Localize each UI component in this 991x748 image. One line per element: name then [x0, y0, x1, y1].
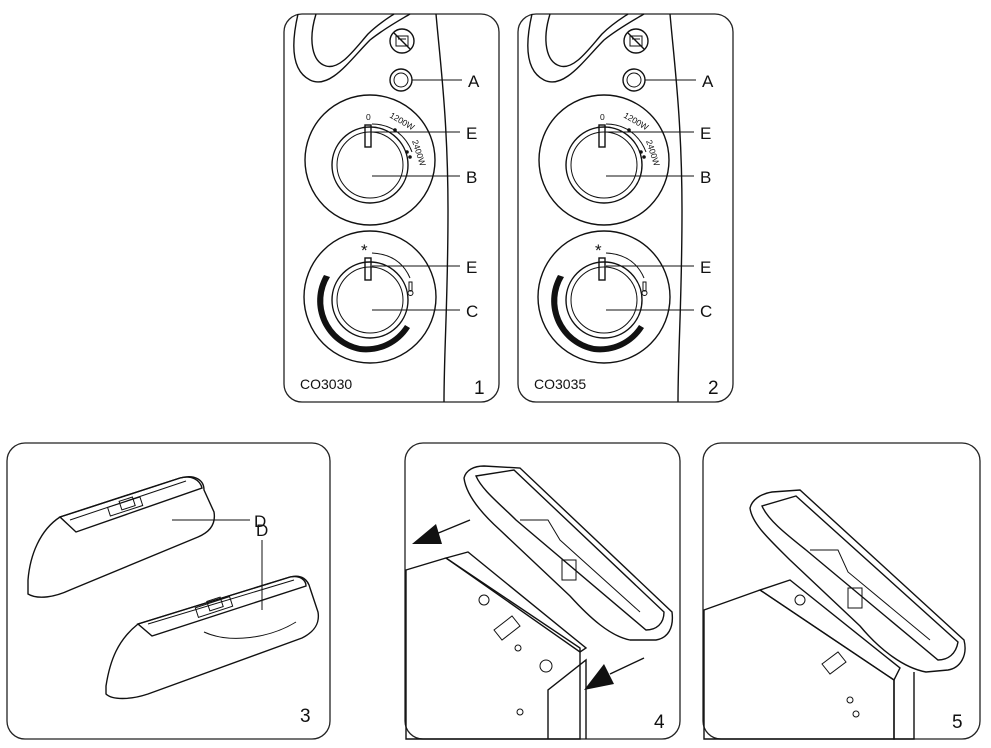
thermostat-dial	[537, 230, 671, 364]
heater-base	[405, 551, 588, 740]
model-name: CO3030	[300, 376, 352, 392]
label-e-bottom: E	[700, 258, 711, 277]
no-cover-icon	[623, 28, 649, 54]
arrow-icon	[412, 519, 471, 544]
panel-2: A 0 1200W 2400W E B *	[517, 13, 734, 403]
label-e-top: E	[466, 124, 477, 143]
thermometer-icon	[407, 281, 414, 296]
svg-text:*: *	[595, 241, 602, 260]
thermostat-dial	[303, 230, 437, 364]
label-d-bottom: D	[256, 521, 268, 540]
power-dial	[538, 94, 670, 226]
svg-text:*: *	[361, 241, 368, 260]
snowflake-icon: *	[361, 241, 368, 260]
foot	[463, 465, 674, 641]
figure-number: 3	[300, 706, 311, 727]
label-c: C	[466, 302, 478, 321]
label-a: A	[702, 72, 714, 91]
label-d-top: D	[254, 512, 266, 531]
label-b: B	[466, 168, 477, 187]
label-a: A	[468, 72, 480, 91]
label-b: B	[700, 168, 711, 187]
label-e-top: E	[700, 124, 711, 143]
foot-lower	[105, 575, 320, 700]
snowflake-icon: *	[595, 241, 602, 260]
figure-number: 2	[708, 378, 719, 399]
dial-zero: 0	[600, 112, 605, 122]
arrow-icon	[584, 657, 645, 690]
power-dial	[304, 94, 436, 226]
label-e-bottom: E	[466, 258, 477, 277]
dial-zero: 0	[366, 112, 371, 122]
figure-number: 4	[654, 712, 665, 733]
foot-upper	[27, 476, 216, 598]
no-cover-icon	[389, 28, 415, 54]
panel-1: A 0 1200W 2400W E B *	[283, 13, 500, 403]
panel-5: 5	[702, 442, 981, 740]
panel-4: 4	[404, 442, 681, 740]
model-name: CO3035	[534, 376, 586, 392]
foot	[749, 489, 966, 740]
figure-number: 5	[952, 712, 963, 733]
label-c: C	[700, 302, 712, 321]
thermometer-icon	[641, 281, 648, 296]
figure-number: 1	[474, 378, 485, 399]
panel-3: D D 3	[6, 442, 331, 740]
